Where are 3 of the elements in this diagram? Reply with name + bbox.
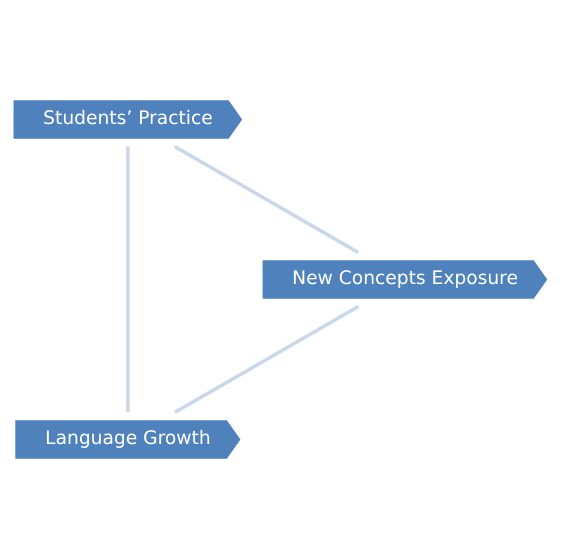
connector	[174, 144, 360, 254]
connector	[126, 146, 130, 412]
connector	[174, 304, 360, 414]
